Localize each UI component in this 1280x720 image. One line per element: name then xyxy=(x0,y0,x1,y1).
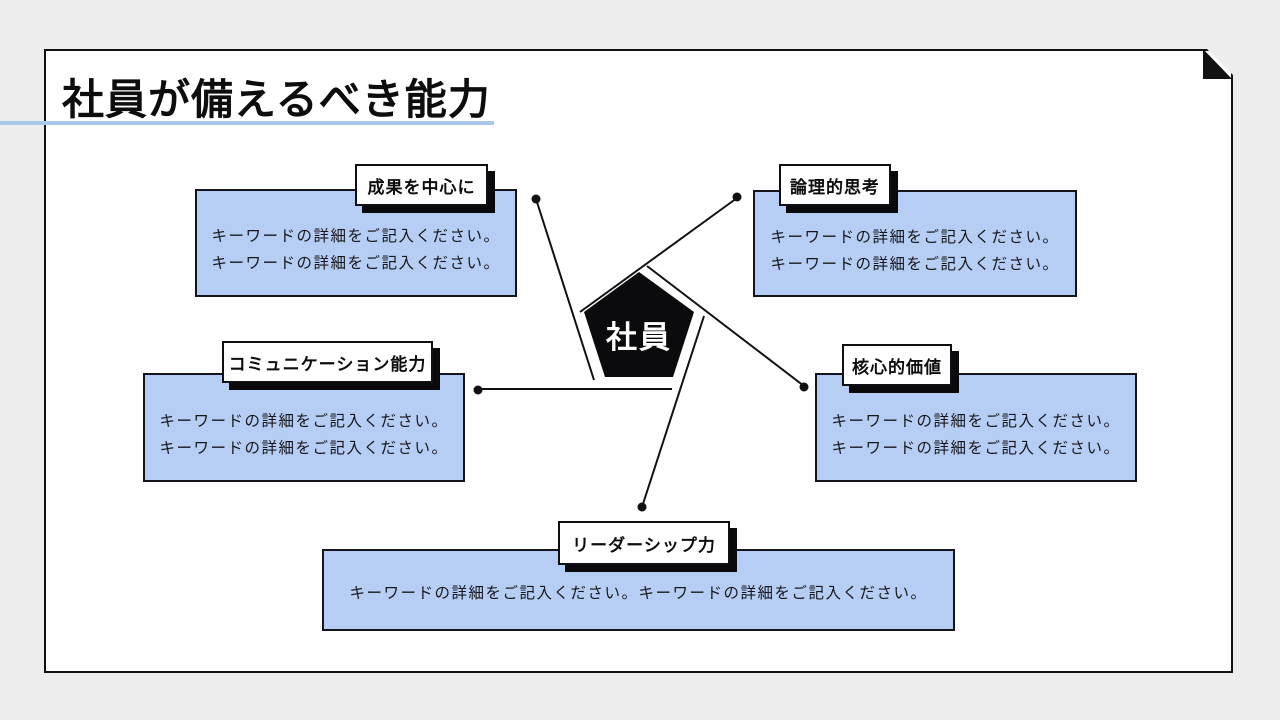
keyword-body-line: キーワードの詳細をご記入ください。 xyxy=(770,228,1060,246)
keyword-body-line: キーワードの詳細をご記入ください。 xyxy=(211,255,501,272)
keyword-body-line: キーワードの詳細をご記入ください。 xyxy=(211,228,501,245)
keyword-box-logical-thinking[interactable]: キーワードの詳細をご記入ください。 キーワードの詳細をご記入ください。 xyxy=(753,190,1077,297)
keyword-body-line: キーワードの詳細をご記入ください。 xyxy=(831,439,1121,457)
center-pentagon-label[interactable]: 社員 xyxy=(606,319,672,355)
keyword-box-communication[interactable]: キーワードの詳細をご記入ください。 キーワードの詳細をご記入ください。 xyxy=(143,373,465,482)
keyword-box-core-values[interactable]: キーワードの詳細をご記入ください。 キーワードの詳細をご記入ください。 xyxy=(815,373,1137,482)
keyword-label-logical-thinking[interactable]: 論理的思考 xyxy=(779,164,891,206)
keyword-body-line: キーワードの詳細をご記入ください。 xyxy=(159,439,449,457)
keyword-label-leadership[interactable]: リーダーシップ力 xyxy=(558,521,730,565)
keyword-label-communication[interactable]: コミュニケーション能力 xyxy=(222,341,433,383)
keyword-label-results-focused[interactable]: 成果を中心に xyxy=(355,164,488,206)
keyword-body-line: キーワードの詳細をご記入ください。 xyxy=(770,255,1060,273)
keyword-body-line: キーワードの詳細をご記入ください。キーワードの詳細をご記入ください。 xyxy=(349,584,928,602)
title-underline xyxy=(0,121,494,125)
keyword-body-line: キーワードの詳細をご記入ください。 xyxy=(831,412,1121,430)
keyword-label-core-values[interactable]: 核心的価値 xyxy=(842,344,952,386)
page-title[interactable]: 社員が備えるべき能力 xyxy=(62,76,491,123)
keyword-box-results-focused[interactable]: キーワードの詳細をご記入ください。 キーワードの詳細をご記入ください。 xyxy=(195,189,517,297)
keyword-body-line: キーワードの詳細をご記入ください。 xyxy=(159,412,449,430)
